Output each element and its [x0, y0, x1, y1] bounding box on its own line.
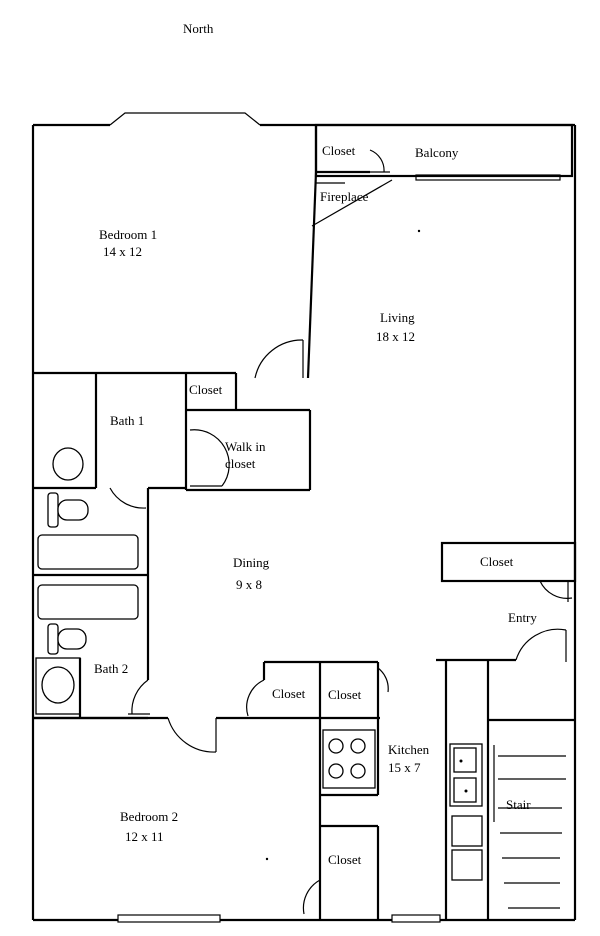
balcony-label: Balcony: [415, 145, 459, 160]
bedroom1-size: 14 x 12: [103, 244, 142, 259]
bedroom2-size: 12 x 11: [125, 829, 164, 844]
bath2-walls: [33, 584, 150, 720]
kitchen-fixtures: [302, 718, 380, 920]
bedroom2-walls: [33, 662, 322, 920]
closet-hall-b-label: Closet: [328, 687, 362, 702]
balcony-area: [314, 123, 574, 178]
closet-top-label: Closet: [322, 143, 356, 158]
entry-label: Entry: [508, 610, 537, 625]
exterior-walls: [31, 112, 577, 922]
bedroom1-name: Bedroom 1: [99, 227, 157, 242]
closet-hall-a-label: Closet: [272, 686, 306, 701]
living-name: Living: [380, 310, 415, 325]
bedroom2-name: Bedroom 2: [120, 809, 178, 824]
walkin-line1: Walk in: [225, 439, 266, 454]
fireplace-shape: [311, 179, 393, 227]
bath2-label: Bath 2: [94, 661, 128, 676]
bath1-walls: [33, 373, 186, 680]
entry-closet: [436, 541, 577, 662]
closet-bath1-label: Closet: [189, 382, 223, 397]
kitchen-name: Kitchen: [388, 742, 430, 757]
dining-size: 9 x 8: [236, 577, 262, 592]
fireplace-label: Fireplace: [320, 189, 369, 204]
kitchen-size: 15 x 7: [388, 760, 421, 775]
compass-label: North: [183, 21, 214, 36]
bedroom1-walls: [33, 171, 318, 379]
bath1-label: Bath 1: [110, 413, 144, 428]
counter-stair: [444, 660, 575, 920]
closets-middle: [184, 373, 312, 492]
walkin-line2: closet: [225, 456, 256, 471]
hall-closets: [246, 660, 389, 720]
stair-label: Stair: [506, 797, 531, 812]
closet-bed2-label: Closet: [328, 852, 362, 867]
dining-name: Dining: [233, 555, 270, 570]
living-size: 18 x 12: [376, 329, 415, 344]
closet-entry-label: Closet: [480, 554, 514, 569]
